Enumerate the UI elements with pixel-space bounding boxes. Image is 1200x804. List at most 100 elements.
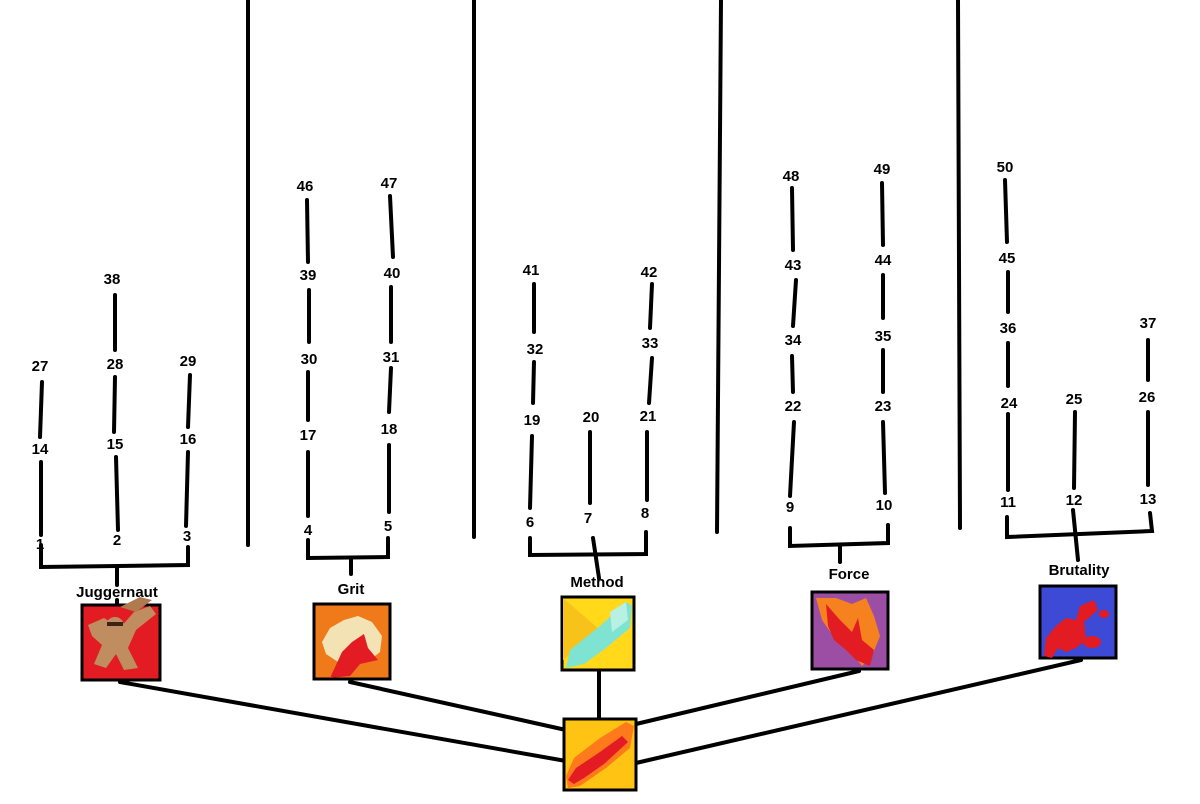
node-44[interactable]: 44	[875, 252, 892, 269]
node-20[interactable]: 20	[583, 409, 600, 426]
node-34[interactable]: 34	[785, 332, 802, 349]
node-3[interactable]: 3	[183, 528, 191, 545]
node-1[interactable]: 1	[36, 536, 44, 553]
juggernaut-warrior-icon[interactable]	[80, 597, 162, 682]
branch-bracket	[39, 543, 190, 570]
connector-line	[788, 420, 796, 498]
warrior-visor	[107, 622, 123, 626]
branch-bracket	[306, 536, 390, 561]
node-30[interactable]: 30	[301, 351, 318, 368]
node-46[interactable]: 46	[297, 178, 314, 195]
connector-line	[112, 375, 117, 434]
node-35[interactable]: 35	[875, 328, 892, 345]
node-37[interactable]: 37	[1140, 315, 1157, 332]
connector-line	[591, 536, 601, 580]
node-31[interactable]: 31	[383, 349, 400, 366]
node-7[interactable]: 7	[584, 510, 592, 527]
node-11[interactable]: 11	[1000, 494, 1016, 511]
branch-force: 9 10 22 23 34 35 43 44 48 49 Force	[783, 161, 893, 671]
node-6[interactable]: 6	[526, 514, 534, 531]
brutality-drop	[1099, 610, 1109, 618]
connector-line	[647, 356, 654, 405]
node-12[interactable]: 12	[1066, 492, 1083, 509]
branch-method: 6 7 8 19 20 21 32 33 41 42 Method	[523, 262, 659, 672]
branch-grit: 4 5 17 18 30 31 39 40 46 47 Grit	[297, 175, 401, 681]
node-22[interactable]: 22	[785, 398, 802, 415]
branch-label-force: Force	[829, 566, 870, 583]
connector-line	[790, 186, 795, 252]
connector-line	[528, 434, 534, 510]
node-8[interactable]: 8	[641, 505, 649, 522]
connector-line	[1003, 178, 1009, 244]
node-25[interactable]: 25	[1066, 391, 1083, 408]
node-19[interactable]: 19	[524, 412, 541, 429]
branch-brutality: 11 12 13 24 25 26 36 37 45 50 Brutality	[997, 159, 1157, 660]
node-14[interactable]: 14	[32, 441, 49, 458]
node-23[interactable]: 23	[875, 398, 892, 415]
force-flame-icon[interactable]	[810, 590, 890, 671]
root-flaming-sword-icon[interactable]	[562, 717, 638, 792]
node-26[interactable]: 26	[1139, 389, 1156, 406]
node-4[interactable]: 4	[304, 522, 313, 539]
brutality-splatter-shape	[1044, 600, 1098, 658]
connector-line	[186, 373, 192, 429]
node-18[interactable]: 18	[381, 421, 398, 438]
brutality-splatter-icon[interactable]	[1038, 584, 1118, 660]
node-21[interactable]: 21	[640, 408, 657, 425]
node-48[interactable]: 48	[783, 168, 800, 185]
branch-label-grit: Grit	[338, 581, 365, 598]
node-10[interactable]: 10	[876, 497, 893, 514]
method-blade-icon[interactable]	[560, 595, 636, 672]
node-9[interactable]: 9	[786, 499, 794, 516]
connector-line	[38, 380, 44, 439]
connector-line	[791, 278, 798, 328]
node-43[interactable]: 43	[785, 257, 802, 274]
node-50[interactable]: 50	[997, 159, 1014, 176]
column-separators	[246, 0, 962, 547]
node-5[interactable]: 5	[384, 518, 392, 535]
node-16[interactable]: 16	[180, 431, 197, 448]
connector-line	[634, 669, 861, 726]
separator-line	[715, 0, 723, 534]
node-32[interactable]: 32	[527, 341, 544, 358]
separator-line	[956, 0, 962, 530]
grit-fist-icon[interactable]	[312, 602, 392, 681]
node-13[interactable]: 13	[1140, 491, 1157, 508]
branch-juggernaut: 1 2 3 14 15 16 27 28 29 38 Juggernaut	[32, 271, 197, 682]
branch-bracket	[528, 530, 648, 558]
connector-line	[634, 658, 1083, 765]
node-45[interactable]: 45	[999, 250, 1016, 267]
node-40[interactable]: 40	[384, 265, 401, 282]
node-17[interactable]: 17	[300, 427, 317, 444]
node-15[interactable]: 15	[107, 436, 124, 453]
branch-label-juggernaut: Juggernaut	[76, 584, 158, 601]
node-2[interactable]: 2	[113, 532, 121, 549]
node-41[interactable]: 41	[523, 262, 540, 279]
node-38[interactable]: 38	[104, 271, 121, 288]
branch-label-brutality: Brutality	[1049, 562, 1111, 579]
connector-line	[388, 194, 395, 259]
branch-label-method: Method	[570, 574, 623, 591]
node-27[interactable]: 27	[32, 358, 49, 375]
node-36[interactable]: 36	[1000, 320, 1017, 337]
connector-line	[305, 198, 310, 264]
connector-line	[184, 450, 190, 528]
root-connectors	[118, 658, 1083, 765]
node-24[interactable]: 24	[1001, 395, 1018, 412]
node-33[interactable]: 33	[642, 335, 659, 352]
connector-line	[118, 680, 568, 763]
node-28[interactable]: 28	[107, 356, 124, 373]
connector-line	[387, 366, 393, 414]
node-47[interactable]: 47	[381, 175, 398, 192]
method-shadow-shape	[563, 598, 600, 660]
node-42[interactable]: 42	[641, 264, 658, 281]
node-49[interactable]: 49	[874, 161, 891, 178]
node-29[interactable]: 29	[180, 353, 197, 370]
connector-line	[348, 680, 568, 732]
branch-bracket	[1005, 511, 1155, 540]
brutality-drop	[1083, 636, 1101, 648]
connector-line	[880, 181, 885, 247]
warrior-figure	[88, 606, 156, 670]
node-39[interactable]: 39	[300, 267, 317, 284]
